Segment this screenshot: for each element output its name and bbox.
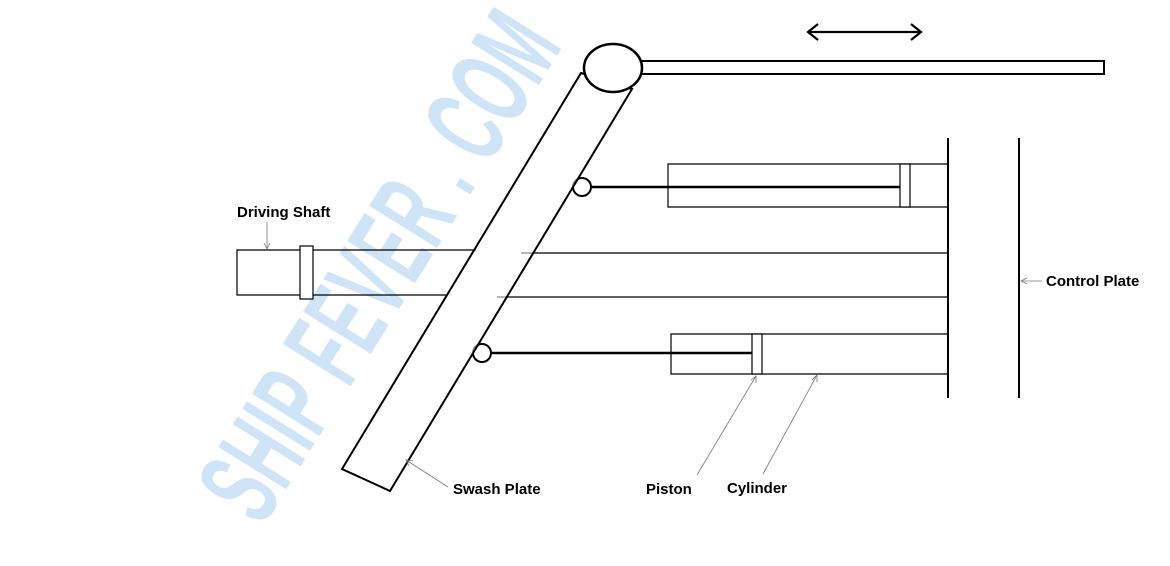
- pivot-joint: [582, 42, 644, 94]
- central-shaft: [497, 252, 948, 298]
- driving-shaft-label: Driving Shaft: [237, 204, 330, 221]
- lower-piston: [751, 333, 763, 375]
- shaft-collar: [299, 245, 314, 300]
- cylinder-label: Cylinder: [727, 480, 787, 497]
- movement-arrow: [806, 23, 923, 41]
- piston-pointer: [696, 375, 757, 476]
- control-plate-label: Control Plate: [1046, 273, 1139, 290]
- lower-cylinder: [472, 333, 948, 375]
- driving-shaft-pointer: [263, 222, 271, 250]
- piston-label: Piston: [646, 481, 692, 498]
- swash-plate-pointer: [405, 459, 449, 488]
- driving-shaft: [236, 245, 476, 300]
- upper-cylinder: [572, 163, 948, 208]
- control-plate-pointer: [1020, 277, 1042, 285]
- swash-plate-label: Swash Plate: [453, 481, 541, 498]
- upper-piston: [899, 163, 911, 208]
- cylinder-pointer: [762, 374, 818, 475]
- control-arm: [640, 60, 1105, 75]
